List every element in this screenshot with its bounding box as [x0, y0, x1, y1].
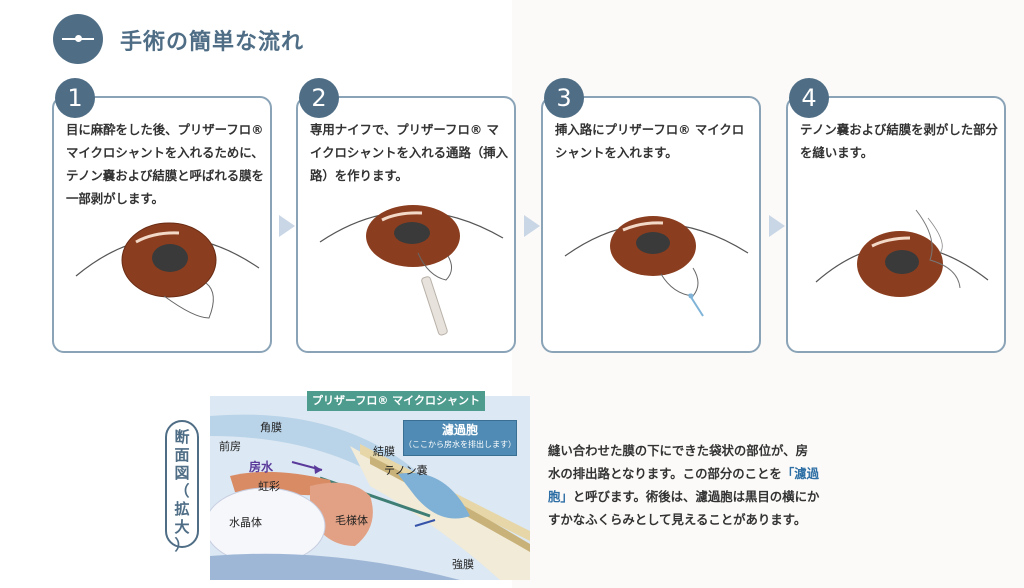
label-lens: 水晶体 — [229, 516, 262, 529]
step-card-3: 挿入路にプリザーフロ® マイクロシャントを入れます。 — [541, 96, 761, 353]
step-text: 目に麻酔をした後、プリザーフロ® マイクロシャントを入れるために、テノン嚢および… — [66, 122, 264, 206]
eye-illustration-step-3 — [564, 216, 749, 317]
explanation-text: 縫い合わせた膜の下にできた袋状の部位が、房水の排出路となります。この部分のことを… — [548, 443, 820, 527]
label-aqueous: 房水 — [249, 460, 274, 474]
cross-section-side-label: 断 面 図 （ 拡 大 ） — [165, 420, 199, 554]
step-card-4: テノン嚢および結膜を剥がした部分を縫います。 — [786, 96, 1006, 353]
next-arrow-icon — [524, 215, 540, 237]
label-sclera: 強膜 — [452, 558, 474, 571]
step-text: 専用ナイフで、プリザーフロ® マイクロシャントを入れる通路（挿入路）を作ります。 — [310, 122, 509, 183]
next-arrow-icon — [279, 215, 295, 237]
eye-illustration-step-4 — [815, 209, 989, 297]
step-card-2: 専用ナイフで、プリザーフロ® マイクロシャントを入れる通路（挿入路）を作ります。 — [296, 96, 516, 353]
step-text: 挿入路にプリザーフロ® マイクロシャントを入れます。 — [555, 122, 745, 160]
cross-section-illustration — [210, 396, 530, 580]
label-cornea: 角膜 — [260, 421, 282, 434]
highlight-term: 「濾過胞」 — [548, 466, 819, 504]
label-ciliary: 毛様体 — [335, 514, 368, 527]
eye-illustration-step-2 — [319, 205, 504, 336]
step-text: テノン嚢および結膜を剥がした部分を縫います。 — [800, 122, 998, 160]
header-eye-icon — [53, 14, 103, 64]
implant-label: プリザーフロ® マイクロシャント — [307, 391, 485, 411]
cross-section-diagram — [210, 396, 530, 580]
label-anterior-chamber: 前房 — [219, 440, 241, 453]
step-card-1: 目に麻酔をした後、プリザーフロ® マイクロシャントを入れるために、テノン嚢および… — [52, 96, 272, 353]
step-number-1: 1 — [55, 78, 95, 118]
step-number-2: 2 — [299, 78, 339, 118]
page-title: 手術の簡単な流れ — [120, 30, 305, 55]
step-number-3: 3 — [544, 78, 584, 118]
bleb-label: 濾過胞 （ここから房水を排出します） — [403, 420, 517, 456]
step-number-4: 4 — [789, 78, 829, 118]
label-tenon: テノン嚢 — [384, 464, 428, 477]
label-conjunctiva: 結膜 — [373, 445, 395, 458]
eye-illustration-step-1 — [75, 222, 260, 319]
next-arrow-icon — [769, 215, 785, 237]
label-iris: 虹彩 — [258, 480, 280, 493]
